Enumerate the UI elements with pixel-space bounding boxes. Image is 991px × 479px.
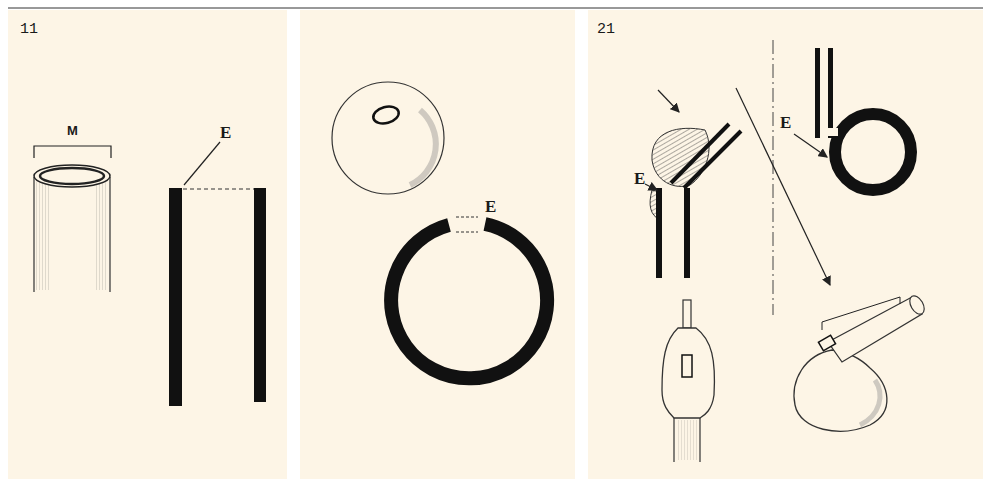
edge-label: E [485, 198, 496, 215]
edge-label: E [634, 170, 645, 187]
edge-label: E [220, 124, 231, 141]
edge-label: E [780, 114, 791, 131]
dimension-label: M [67, 124, 78, 137]
figure-number: 11 [20, 22, 38, 37]
figure-number: 21 [597, 22, 615, 37]
